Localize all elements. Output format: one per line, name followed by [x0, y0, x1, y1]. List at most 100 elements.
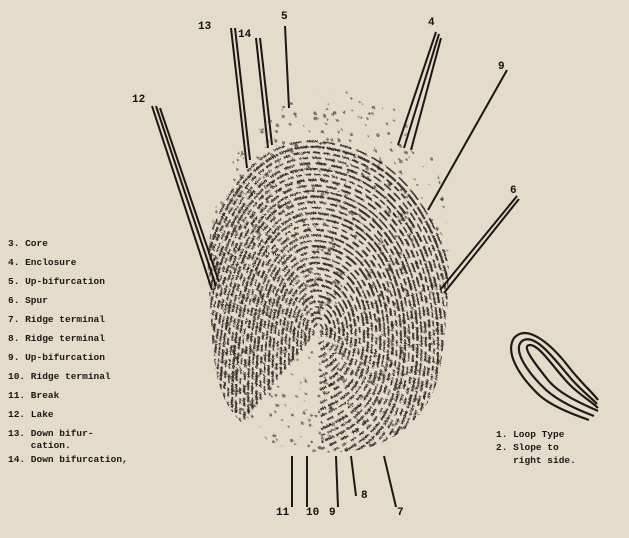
- ridge-speck: [205, 407, 208, 410]
- ridge-speck: [210, 448, 212, 450]
- ridge-speck: [331, 396, 333, 398]
- ridge-speck: [447, 223, 449, 225]
- ridge-speck: [291, 204, 293, 206]
- ridge-speck: [408, 318, 410, 320]
- ridge-speck: [386, 288, 390, 292]
- ridge-speck: [321, 249, 323, 251]
- ridge-speck: [341, 352, 344, 355]
- ridge-speck: [326, 108, 328, 110]
- ridge-speck: [321, 284, 324, 287]
- ridge-speck: [424, 246, 425, 247]
- ridge-speck: [371, 112, 374, 115]
- ridge-speck: [246, 95, 249, 98]
- ridge-speck: [305, 393, 307, 395]
- ridge-speck: [275, 130, 278, 133]
- ridge-speck: [405, 196, 407, 198]
- ridge-speck: [398, 376, 400, 378]
- ridge-speck: [231, 131, 233, 133]
- ridge-speck: [227, 217, 228, 218]
- ridge-speck: [397, 216, 399, 218]
- ridge-speck: [441, 423, 443, 425]
- ridge-speck: [420, 250, 421, 251]
- type-note-line: right side.: [496, 454, 576, 467]
- ridge-speck: [264, 355, 267, 358]
- ridge-speck: [235, 128, 237, 130]
- ridge-speck: [443, 206, 445, 208]
- ridge-speck: [291, 373, 293, 375]
- ridge-speck: [234, 250, 237, 253]
- ridge-speck: [211, 212, 213, 214]
- ridge-speck: [204, 202, 207, 205]
- ridge-speck: [398, 158, 400, 160]
- ridge-speck: [239, 146, 240, 147]
- pointer-number: 11: [276, 508, 289, 519]
- ridge-speck: [367, 380, 370, 383]
- ridge-speck: [321, 440, 323, 442]
- ridge-speck: [320, 142, 323, 145]
- ridge-speck: [435, 329, 438, 332]
- ridge-speck: [260, 231, 261, 232]
- ridge-speck: [362, 103, 363, 104]
- ridge-speck: [375, 319, 378, 322]
- ridge-speck: [436, 103, 439, 106]
- ridge-speck: [441, 175, 443, 177]
- ridge-speck: [437, 402, 440, 405]
- ridge-speck: [277, 386, 279, 388]
- ridge-speck: [363, 311, 366, 314]
- ridge-speck: [204, 169, 207, 172]
- ridge-speck: [330, 383, 332, 385]
- ridge-speck: [370, 358, 371, 359]
- ridge-speck: [297, 182, 300, 185]
- ridge-speck: [206, 308, 209, 311]
- ridge-speck: [210, 205, 212, 207]
- ridge-speck: [221, 136, 223, 138]
- ridge-speck: [241, 219, 243, 221]
- ridge-speck: [391, 263, 392, 264]
- ridge-speck: [446, 142, 449, 145]
- ridge-speck: [431, 385, 432, 386]
- ridge-speck: [282, 394, 286, 398]
- ridge-speck: [246, 247, 248, 249]
- ridge-speck: [400, 414, 401, 415]
- ridge-speck: [305, 284, 308, 287]
- ridge-speck: [323, 168, 326, 171]
- ridge-speck: [209, 112, 210, 113]
- ridge-speck: [442, 85, 444, 87]
- ridge-speck: [436, 227, 439, 230]
- ridge-speck: [237, 390, 240, 393]
- ridge-speck: [338, 190, 340, 192]
- ridge-speck: [325, 305, 326, 306]
- ridge-speck: [302, 220, 305, 223]
- ridge-speck: [410, 345, 412, 347]
- ridge-speck: [392, 377, 394, 379]
- ridge-speck: [393, 109, 395, 111]
- pointer-line: [444, 199, 519, 293]
- ridge-speck: [275, 84, 277, 86]
- ridge-speck: [228, 270, 229, 271]
- ridge-speck: [329, 167, 331, 169]
- ridge-speck: [391, 142, 392, 143]
- ridge-speck: [395, 94, 397, 96]
- ridge-speck: [361, 172, 364, 175]
- ridge-speck: [355, 417, 357, 419]
- ridge-speck: [356, 411, 358, 413]
- ridge-speck: [232, 267, 235, 270]
- pointer-line: [156, 106, 216, 286]
- ridge-speck: [346, 92, 348, 94]
- ridge-speck: [341, 208, 343, 210]
- ridge-speck: [226, 163, 228, 165]
- ridge-speck: [252, 224, 255, 227]
- ridge-speck: [336, 119, 339, 122]
- ridge-speck: [307, 339, 310, 342]
- ridge-speck: [405, 272, 406, 273]
- ridge-speck: [301, 169, 304, 172]
- ridge-speck: [265, 174, 268, 177]
- ridge-speck: [321, 193, 324, 196]
- ridge-speck: [440, 233, 442, 235]
- ridge-speck: [351, 373, 353, 375]
- ridge-speck: [401, 427, 404, 430]
- ridge-speck: [225, 110, 227, 112]
- ridge-speck: [340, 337, 343, 340]
- ridge-speck: [380, 251, 383, 254]
- ridge-speck: [270, 315, 272, 317]
